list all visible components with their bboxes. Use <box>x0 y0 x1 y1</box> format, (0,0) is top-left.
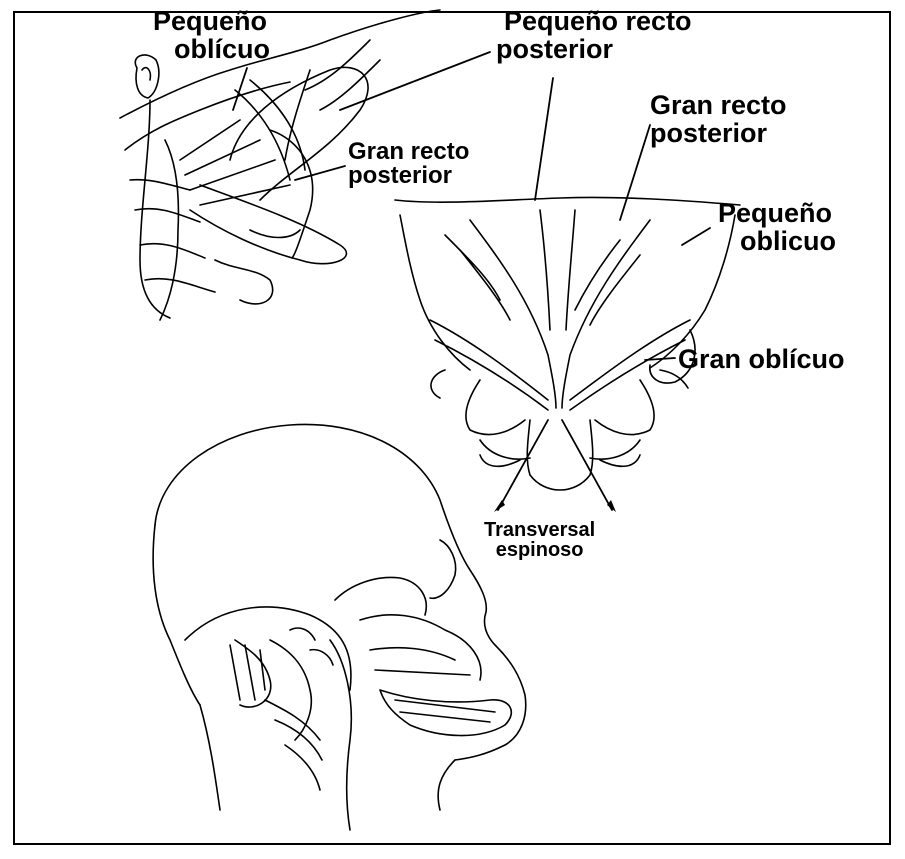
label-small-rectus-posterior: Pequeño recto posterior <box>496 8 692 63</box>
arrowheads <box>494 500 616 512</box>
label-large-rectus-posterior-left: Gran recto posterior <box>348 140 469 189</box>
label-large-rectus-posterior-right: Gran recto posterior <box>650 92 787 147</box>
label-line: posterior <box>650 120 787 148</box>
label-line: Gran recto <box>650 92 787 120</box>
label-line: oblicuo <box>740 228 836 256</box>
label-line: Gran oblícuo <box>678 346 845 374</box>
label-large-oblique: Gran oblícuo <box>678 346 845 374</box>
label-line: Transversal <box>484 520 595 540</box>
label-line: oblícuo <box>174 36 270 64</box>
label-line: Gran recto <box>348 140 469 164</box>
label-line: Pequeño <box>718 200 836 228</box>
label-line: espinoso <box>484 540 595 560</box>
label-line: Pequeño <box>150 8 270 36</box>
label-transversospinalis: Transversal espinoso <box>484 520 595 561</box>
head-side-view <box>153 424 526 830</box>
label-small-oblique-posterior: Pequeño oblicuo <box>718 200 836 255</box>
label-line: posterior <box>496 36 692 64</box>
label-small-oblique-lateral: Pequeño oblícuo <box>150 8 270 63</box>
label-line: Pequeño recto <box>504 8 692 36</box>
label-line: posterior <box>348 164 469 188</box>
